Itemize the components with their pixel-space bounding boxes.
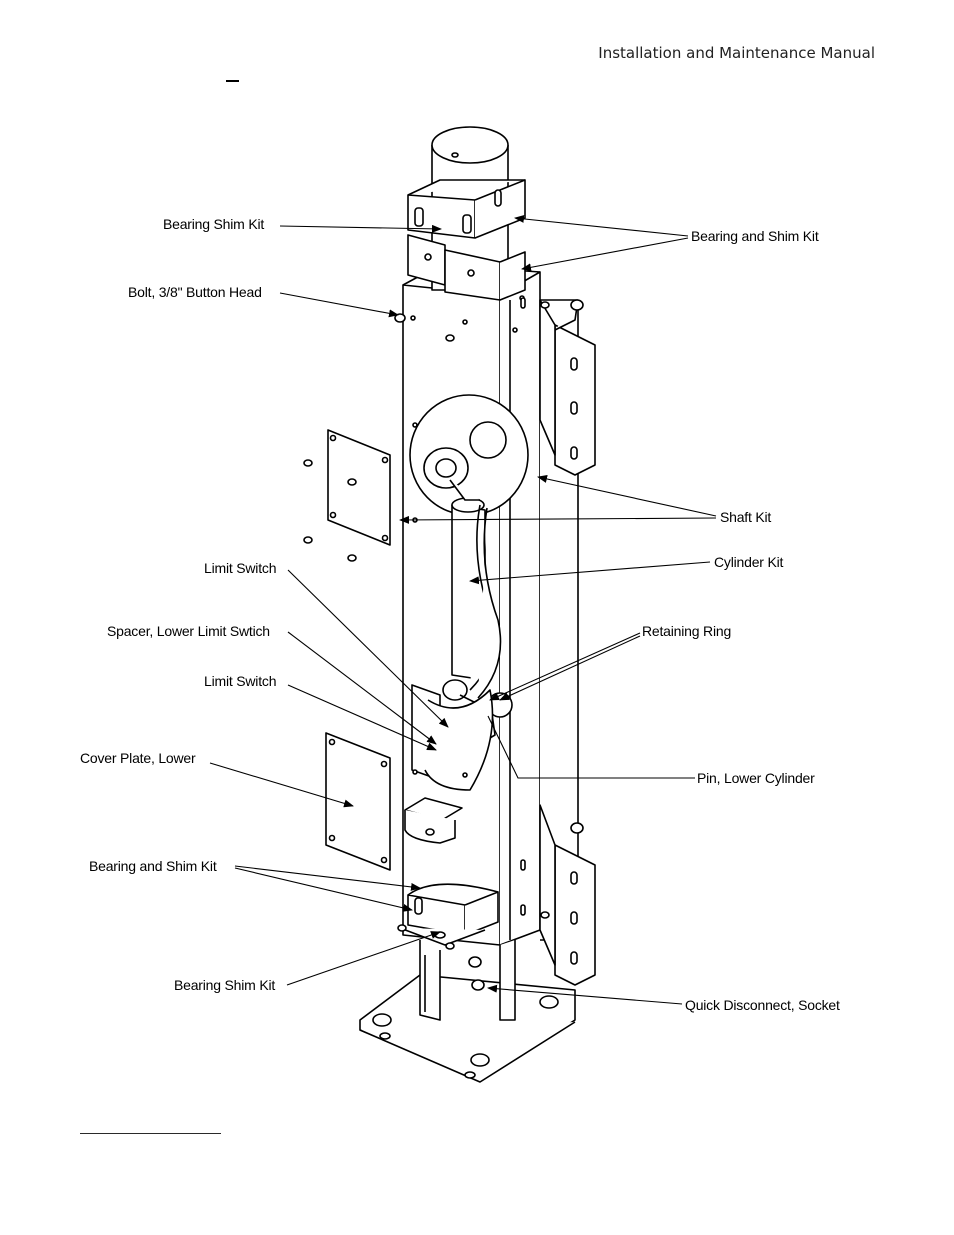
limit-spacer-bracket bbox=[404, 797, 463, 844]
top-cover-plate bbox=[327, 429, 391, 546]
base-plate bbox=[359, 974, 576, 1083]
leader-shaft-kit-a bbox=[537, 475, 717, 517]
label-bearing-shim-kit-bottom: Bearing Shim Kit bbox=[174, 977, 276, 993]
column-holes bbox=[410, 295, 526, 916]
leader-limit-switch-upper bbox=[287, 569, 449, 728]
label-limit-switch-upper: Limit Switch bbox=[204, 560, 277, 576]
leader-bolt-button-head bbox=[279, 292, 399, 318]
title-dash bbox=[226, 80, 239, 82]
leader-retaining-ring-b bbox=[499, 635, 641, 701]
label-spacer-lower-limit: Spacer, Lower Limit Swtich bbox=[107, 623, 270, 639]
leader-retaining-ring-a bbox=[489, 632, 641, 701]
leader-spacer-lower-limit bbox=[287, 631, 437, 745]
footnote-rule bbox=[80, 1133, 221, 1134]
leader-cover-plate-lower bbox=[209, 762, 354, 808]
lower-mount-bracket bbox=[539, 804, 596, 986]
leader-bearing-and-shim-kit-top-b bbox=[521, 237, 689, 272]
leader-bearing-and-shim-kit-bottom-a bbox=[234, 865, 421, 891]
label-bolt-button-head: Bolt, 3/8" Button Head bbox=[128, 284, 262, 300]
leader-pin-lower-cylinder bbox=[487, 715, 695, 779]
label-bearing-and-shim-kit-bottom: Bearing and Shim Kit bbox=[89, 858, 217, 874]
leader-limit-switch-lower bbox=[287, 684, 437, 751]
leader-bearing-shim-kit-top bbox=[279, 224, 442, 233]
leader-shaft-kit-b bbox=[399, 515, 717, 524]
label-cover-plate-lower: Cover Plate, Lower bbox=[80, 750, 196, 766]
leader-bearing-shim-kit-bottom bbox=[286, 931, 441, 986]
bottom-bearing-blocks bbox=[399, 883, 499, 991]
label-bearing-shim-kit-top: Bearing Shim Kit bbox=[163, 216, 265, 232]
lower-cover-plate bbox=[325, 732, 391, 871]
leader-cylinder-kit bbox=[469, 561, 711, 585]
label-retaining-ring: Retaining Ring bbox=[642, 623, 732, 639]
label-quick-disconnect: Quick Disconnect, Socket bbox=[685, 997, 840, 1013]
label-bearing-and-shim-kit-top: Bearing and Shim Kit bbox=[691, 228, 819, 244]
limit-switch-box bbox=[411, 684, 494, 791]
top-bearing-blocks bbox=[407, 179, 526, 301]
label-cylinder-kit: Cylinder Kit bbox=[714, 554, 784, 570]
manual-header-title: Installation and Maintenance Manual bbox=[598, 44, 875, 62]
label-shaft-kit: Shaft Kit bbox=[720, 509, 772, 525]
label-limit-switch-lower: Limit Switch bbox=[204, 673, 277, 689]
leader-bearing-and-shim-kit-bottom-b bbox=[234, 867, 413, 912]
leader-quick-disconnect bbox=[487, 984, 683, 1005]
leader-bearing-and-shim-kit-top-a bbox=[514, 214, 689, 237]
cylinder-assembly bbox=[409, 394, 529, 699]
label-pin-lower-cylinder: Pin, Lower Cylinder bbox=[697, 770, 815, 786]
upper-mount-bracket bbox=[539, 299, 596, 476]
